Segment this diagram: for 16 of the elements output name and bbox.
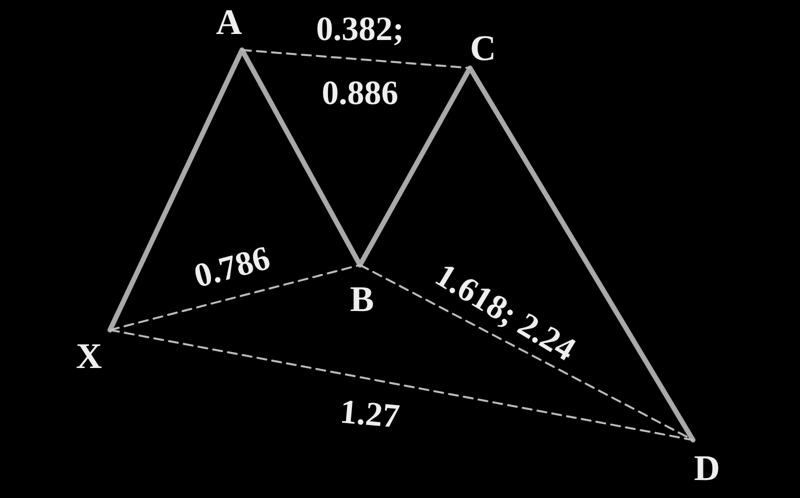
ratio-label: 0.786 — [190, 238, 274, 298]
point-label: B — [350, 281, 374, 317]
dashed-line — [241, 49, 471, 69]
point-label: A — [216, 4, 242, 40]
point-label: D — [694, 450, 720, 486]
price-line — [240, 48, 362, 268]
dashed-line — [109, 264, 361, 331]
price-line — [358, 66, 472, 268]
dashed-line — [359, 264, 694, 441]
point-label: C — [470, 30, 496, 66]
ratio-label: 0.382; 0.886 — [315, 10, 405, 114]
ratio-label: 1.27 — [338, 392, 402, 438]
point-label: X — [76, 338, 102, 374]
dashed-line — [109, 329, 694, 441]
price-line — [468, 66, 696, 442]
price-line — [108, 48, 244, 332]
